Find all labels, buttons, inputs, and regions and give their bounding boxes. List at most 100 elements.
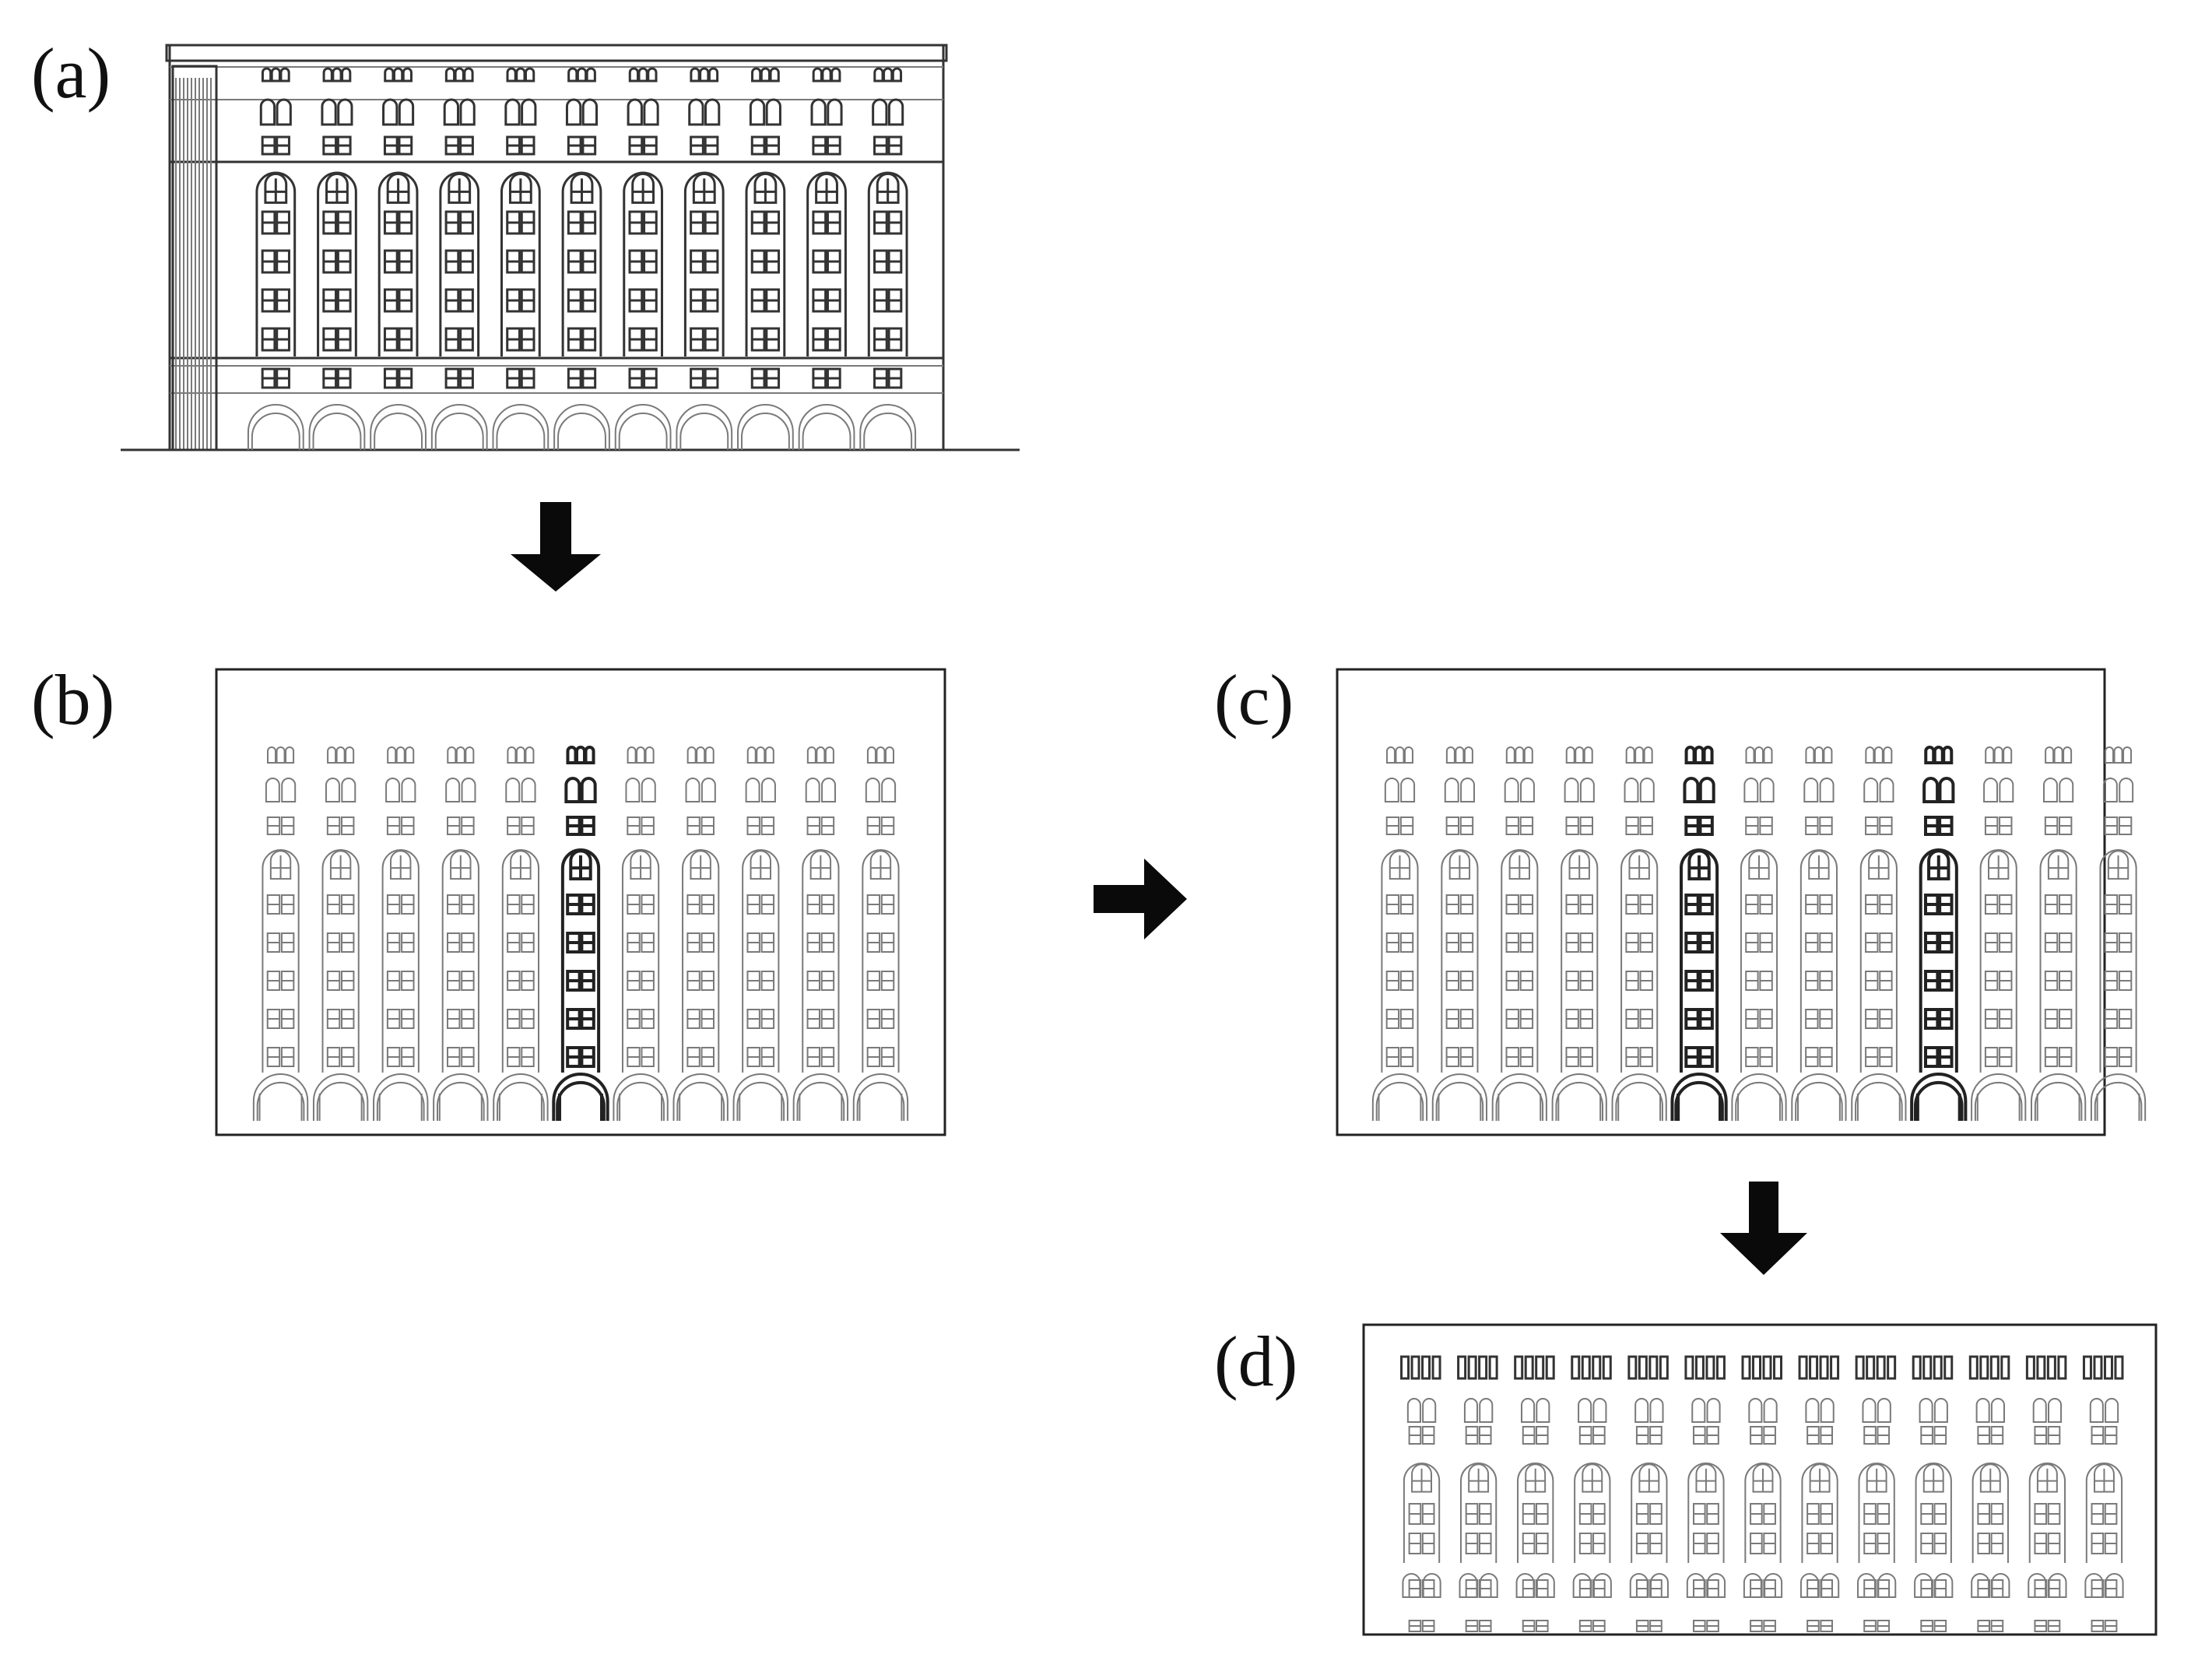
c-bay-7-ground-arch [1731,1073,1787,1121]
d-bay-1-attic-3 [1421,1355,1431,1380]
b-bay-1-upper-arches-left [265,778,280,802]
a-bay-3-shaft-arch-window [386,172,410,204]
d-bay-7-attic-2 [1752,1355,1761,1380]
d-bay-2-attic-3 [1478,1355,1488,1380]
panel-d-frame [1362,1323,2158,1636]
a-bay-1-shaft-arch-window [264,172,288,204]
b-bay-5-upper-arches-right [521,778,536,802]
a-bay-6-upper-arches-left [565,98,582,126]
d-bay-2-attic-2 [1467,1355,1477,1380]
b-bay-1-shaft-arch-window [269,850,292,880]
a-bay-9-attic-3 [769,67,780,83]
c-bay-4-shaft-arch-window [1568,850,1590,880]
d-bay-6-lower-arches-right [1707,1573,1726,1598]
c-bay-2-ground-arch [1431,1073,1487,1121]
d-bay-13-attic-3 [2103,1355,2113,1380]
c-bay-13-attic-3 [2122,746,2133,764]
b-bay-5-ground-arch [493,1073,549,1121]
a-bay-4-ground-arch [430,404,488,450]
d-bay-4-attic-1 [1571,1355,1581,1380]
c-bay-7-shaft-frame [1740,849,1778,1073]
d-bay-11-attic-3 [1989,1355,2000,1380]
c-bay-9-attic-2 [1873,746,1884,764]
a-bay-10-shaft-arch-window [815,173,838,204]
b-bay-5-attic-1 [507,746,517,764]
d-bay-6-upper-arches-left [1691,1398,1706,1423]
cornice [165,44,948,62]
a-bay-2-ground-arch [308,404,366,450]
b-bay-2-ground-arch [312,1073,369,1121]
b-bay-1-attic-2 [276,746,286,764]
a-bay-3-attic-2 [392,67,404,83]
d-bay-2-lower-arches-left [1459,1573,1478,1598]
a-bay-1 [247,67,304,450]
c-bay-1 [1371,746,1428,1121]
d-bay-9-attic-3 [1876,1355,1886,1380]
panel-label-c: (c) [1214,660,1294,739]
a-bay-8-attic-3 [707,67,719,83]
b-bay-5-attic-2 [515,746,525,764]
b-bay-5 [493,746,549,1121]
c-bay-13-shaft-arch-window [2107,850,2129,880]
b-bay-3 [373,746,429,1121]
b-bay-11-attic-1 [866,746,876,764]
d-bay-12-lower-arches-right [2048,1573,2067,1598]
b-bay-6-attic-2 [574,746,587,764]
a-bay-10-attic-3 [830,67,841,83]
d-bay-10-shaft-arch-window [1922,1463,1944,1493]
d-bay-8-shaft-frame [1801,1462,1838,1563]
b-bay-6-attic-1 [566,746,578,764]
d-bay-13-shaft-arch-window [2094,1463,2115,1493]
c-bay-10-attic-2 [1933,746,1944,764]
a-bay-4-upper-arches-left [443,98,459,126]
a-bay-8-attic-2 [699,67,710,83]
b-bay-8-shaft-frame [682,849,720,1073]
a-bay-8-attic-1 [690,67,700,83]
c-bay-5-ground-arch [1611,1073,1667,1121]
d-bay-5-attic-4 [1659,1355,1669,1380]
d-bay-12 [2025,1355,2067,1632]
b-bay-4-attic-2 [455,746,465,764]
b-bay-6 [552,746,609,1121]
arrow-right-b-to-c-icon [1094,859,1187,939]
a-bay-4 [430,67,488,450]
b-bay-11-shaft-arch-window [869,850,892,880]
a-bay-9 [737,67,794,450]
b-bay-3-upper-arches-left [385,778,401,802]
c-bay-6 [1670,746,1728,1121]
c-bay-4 [1551,746,1607,1121]
d-bay-5-attic-3 [1648,1355,1659,1380]
b-bay-9-ground-arch [732,1073,788,1121]
c-bay-12-attic-2 [2053,746,2063,764]
d-bay-12-attic-4 [2057,1355,2067,1380]
a-bay-8-shaft-arch-window [692,172,716,204]
d-bay-8-upper-arches-right [1820,1398,1835,1423]
c-bay-5-attic-1 [1625,746,1635,764]
c-bay-7 [1731,746,1787,1121]
c-bay-4-attic-2 [1575,746,1585,764]
b-bay-1-attic-3 [285,746,295,764]
a-bay-5-upper-arches-right [521,98,537,126]
a-bay-10-attic-2 [821,67,832,83]
b-bay-3-shaft-frame [381,849,420,1073]
a-bay-10-upper-arches-left [810,98,827,126]
d-bay-1-attic-2 [1410,1355,1420,1380]
a-bay-4-upper-arches-right [459,98,476,126]
c-bay-13-shaft-frame [2099,849,2137,1073]
c-bay-7-attic-1 [1745,746,1755,764]
c-bay-5-upper-arches-right [1639,778,1655,802]
c-bay-11-shaft-arch-window [1988,850,2010,880]
b-bay-10-attic-2 [816,746,826,764]
a-bay-9-upper-arches-right [765,98,781,126]
d-bay-1-upper-arches-left [1406,1398,1421,1423]
b-bay-9-attic-2 [756,746,766,764]
c-bay-12-shaft-frame [2039,849,2077,1073]
c-bay-2-attic-1 [1445,746,1455,764]
d-bay-7-lower-arches-left [1743,1573,1762,1598]
b-bay-10-upper-arches-left [805,778,820,802]
b-bay-2-upper-arches-right [341,778,356,802]
d-bay-5 [1627,1355,1669,1632]
a-bay-2 [308,67,366,450]
b-bay-4-attic-1 [447,746,457,764]
c-bay-2-shaft-frame [1441,849,1479,1073]
